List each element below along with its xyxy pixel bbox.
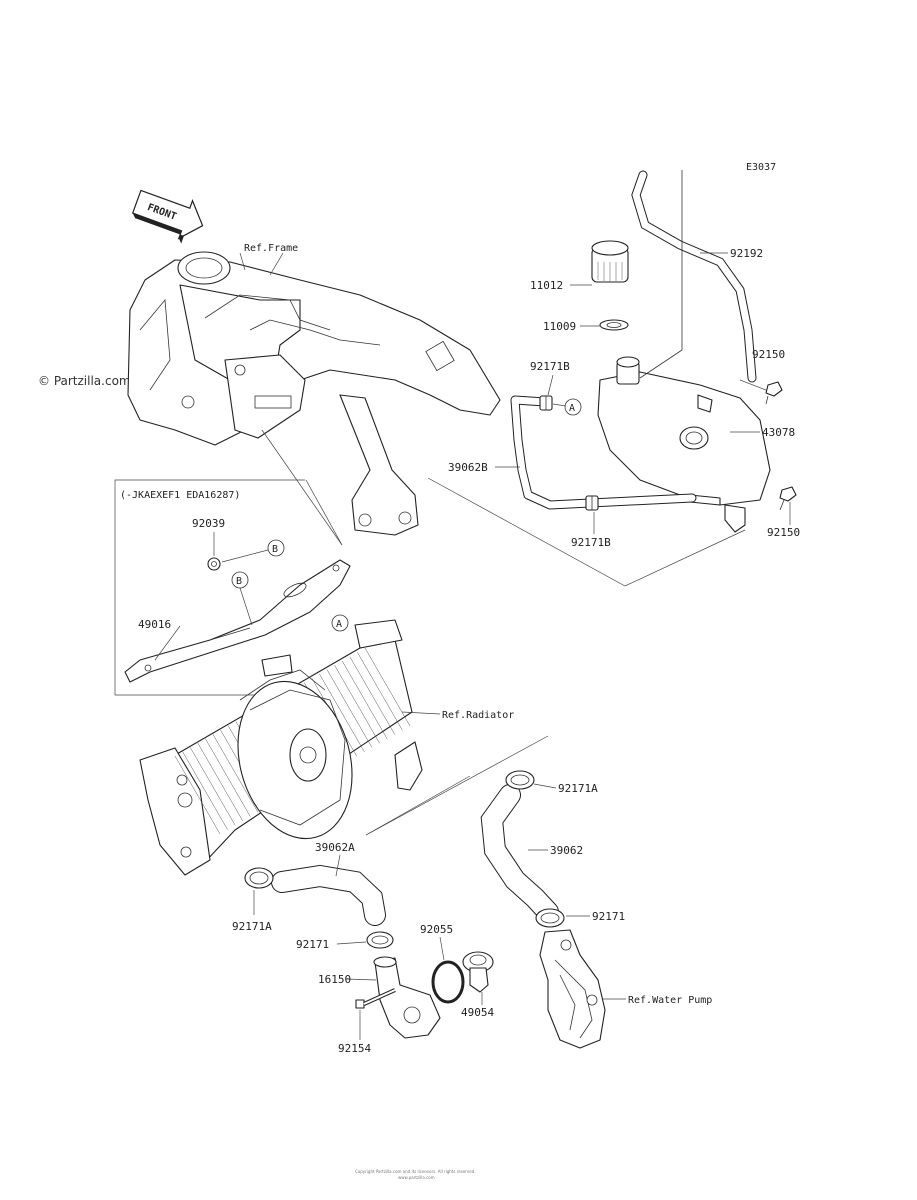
lower-connector-line: [365, 775, 471, 836]
footer-line-1: Copyright Partzilla.com and its licensor…: [355, 1169, 476, 1174]
nut-92039-part: [207, 557, 221, 571]
hose-39062a-part: [271, 864, 386, 926]
radiator-fin: [334, 665, 380, 744]
reservoir-cap-part: [591, 240, 629, 283]
clamp-92171b-bottom-part: [585, 495, 599, 511]
ref-radiator-label: Ref.Radiator: [442, 710, 514, 721]
part-92150-top-label: 92150: [752, 348, 785, 361]
part-11009-label: 11009: [543, 320, 576, 333]
o-ring-92055-part: [431, 960, 465, 1004]
hose-39062-part: [480, 784, 559, 923]
part-92192-label: 92192: [730, 247, 763, 260]
bolt-92154-part: [355, 988, 396, 1009]
part-92171b-top-label: 92171B: [530, 360, 570, 373]
part-16150-label: 16150: [318, 973, 351, 986]
clamp-92171b-top-part: [539, 395, 553, 411]
part-43078-label: 43078: [762, 426, 795, 439]
part-49016-label: 49016: [138, 618, 171, 631]
inset-label: (-JKAEXEF1 EDA16287): [120, 490, 240, 501]
radiator-fin: [212, 734, 259, 813]
thermostat-49054-part: [462, 951, 494, 993]
bolt-92150-top-part: [765, 381, 783, 405]
radiator-fin: [319, 673, 365, 753]
clamp-92171a-right-part: [505, 770, 535, 790]
water-pump-part: [539, 929, 606, 1049]
radiator-fin: [326, 669, 373, 748]
part-92171b-bottom-label: 92171B: [571, 536, 611, 549]
ref-frame-label: Ref.Frame: [244, 243, 298, 254]
callout-b-upper: B: [267, 539, 285, 557]
callout-a-radiator: A: [331, 614, 349, 632]
radiator-fin: [182, 751, 228, 830]
part-92171a-right-label: 92171A: [558, 782, 598, 795]
cap-gasket-part: [599, 319, 629, 331]
thermostat-housing-part: [373, 956, 441, 1039]
part-39062b-label: 39062B: [448, 461, 488, 474]
radiator-fin: [357, 652, 403, 731]
radiator-fin: [197, 742, 244, 822]
radiator-fin: [349, 656, 396, 735]
svg-text:A: A: [336, 619, 342, 630]
bolt-92150-bottom-part: [779, 486, 797, 511]
clamp-92171-left-part: [366, 931, 394, 949]
radiator-fin: [174, 755, 221, 835]
frame-part: [127, 251, 501, 536]
part-92171a-left-label: 92171A: [232, 920, 272, 933]
radiator-fin: [189, 747, 236, 826]
cooling-fan-part: [237, 654, 353, 840]
part-39062a-label: 39062A: [315, 841, 355, 854]
ref-water-pump-label: Ref.Water Pump: [628, 995, 712, 1006]
radiator-fin: [364, 647, 411, 727]
part-39062-label: 39062: [550, 844, 583, 857]
part-92171-left-label: 92171: [296, 938, 329, 951]
part-11012-label: 11012: [530, 279, 563, 292]
radiator-fin: [205, 738, 251, 817]
svg-text:B: B: [236, 576, 242, 587]
part-92039-label: 92039: [192, 517, 225, 530]
connector-lines: [427, 477, 746, 587]
diagram-code: E3037: [746, 162, 776, 173]
svg-text:A: A: [569, 403, 575, 414]
inset-box: (-JKAEXEF1 EDA16287): [114, 429, 355, 696]
clamp-92171a-left-part: [244, 867, 274, 889]
part-92150-bottom-label: 92150: [767, 526, 800, 539]
part-92154-label: 92154: [338, 1042, 371, 1055]
svg-text:B: B: [272, 544, 278, 555]
part-92055-label: 92055: [420, 923, 453, 936]
bracket-49016-part: [124, 559, 351, 683]
clamp-92171-right-part: [535, 908, 565, 928]
callout-a-top: A: [552, 398, 582, 416]
radiator-fin: [341, 660, 388, 740]
callout-b-lower: B: [231, 571, 249, 589]
footer-line-2: www.partzilla.com: [398, 1175, 435, 1180]
reservoir-tank-part: [597, 170, 771, 533]
part-49054-label: 49054: [461, 1006, 494, 1019]
part-92171-label: 92171: [592, 910, 625, 923]
watermark: © Partzilla.com: [38, 374, 131, 388]
front-arrow-icon: FRONT: [131, 189, 204, 244]
